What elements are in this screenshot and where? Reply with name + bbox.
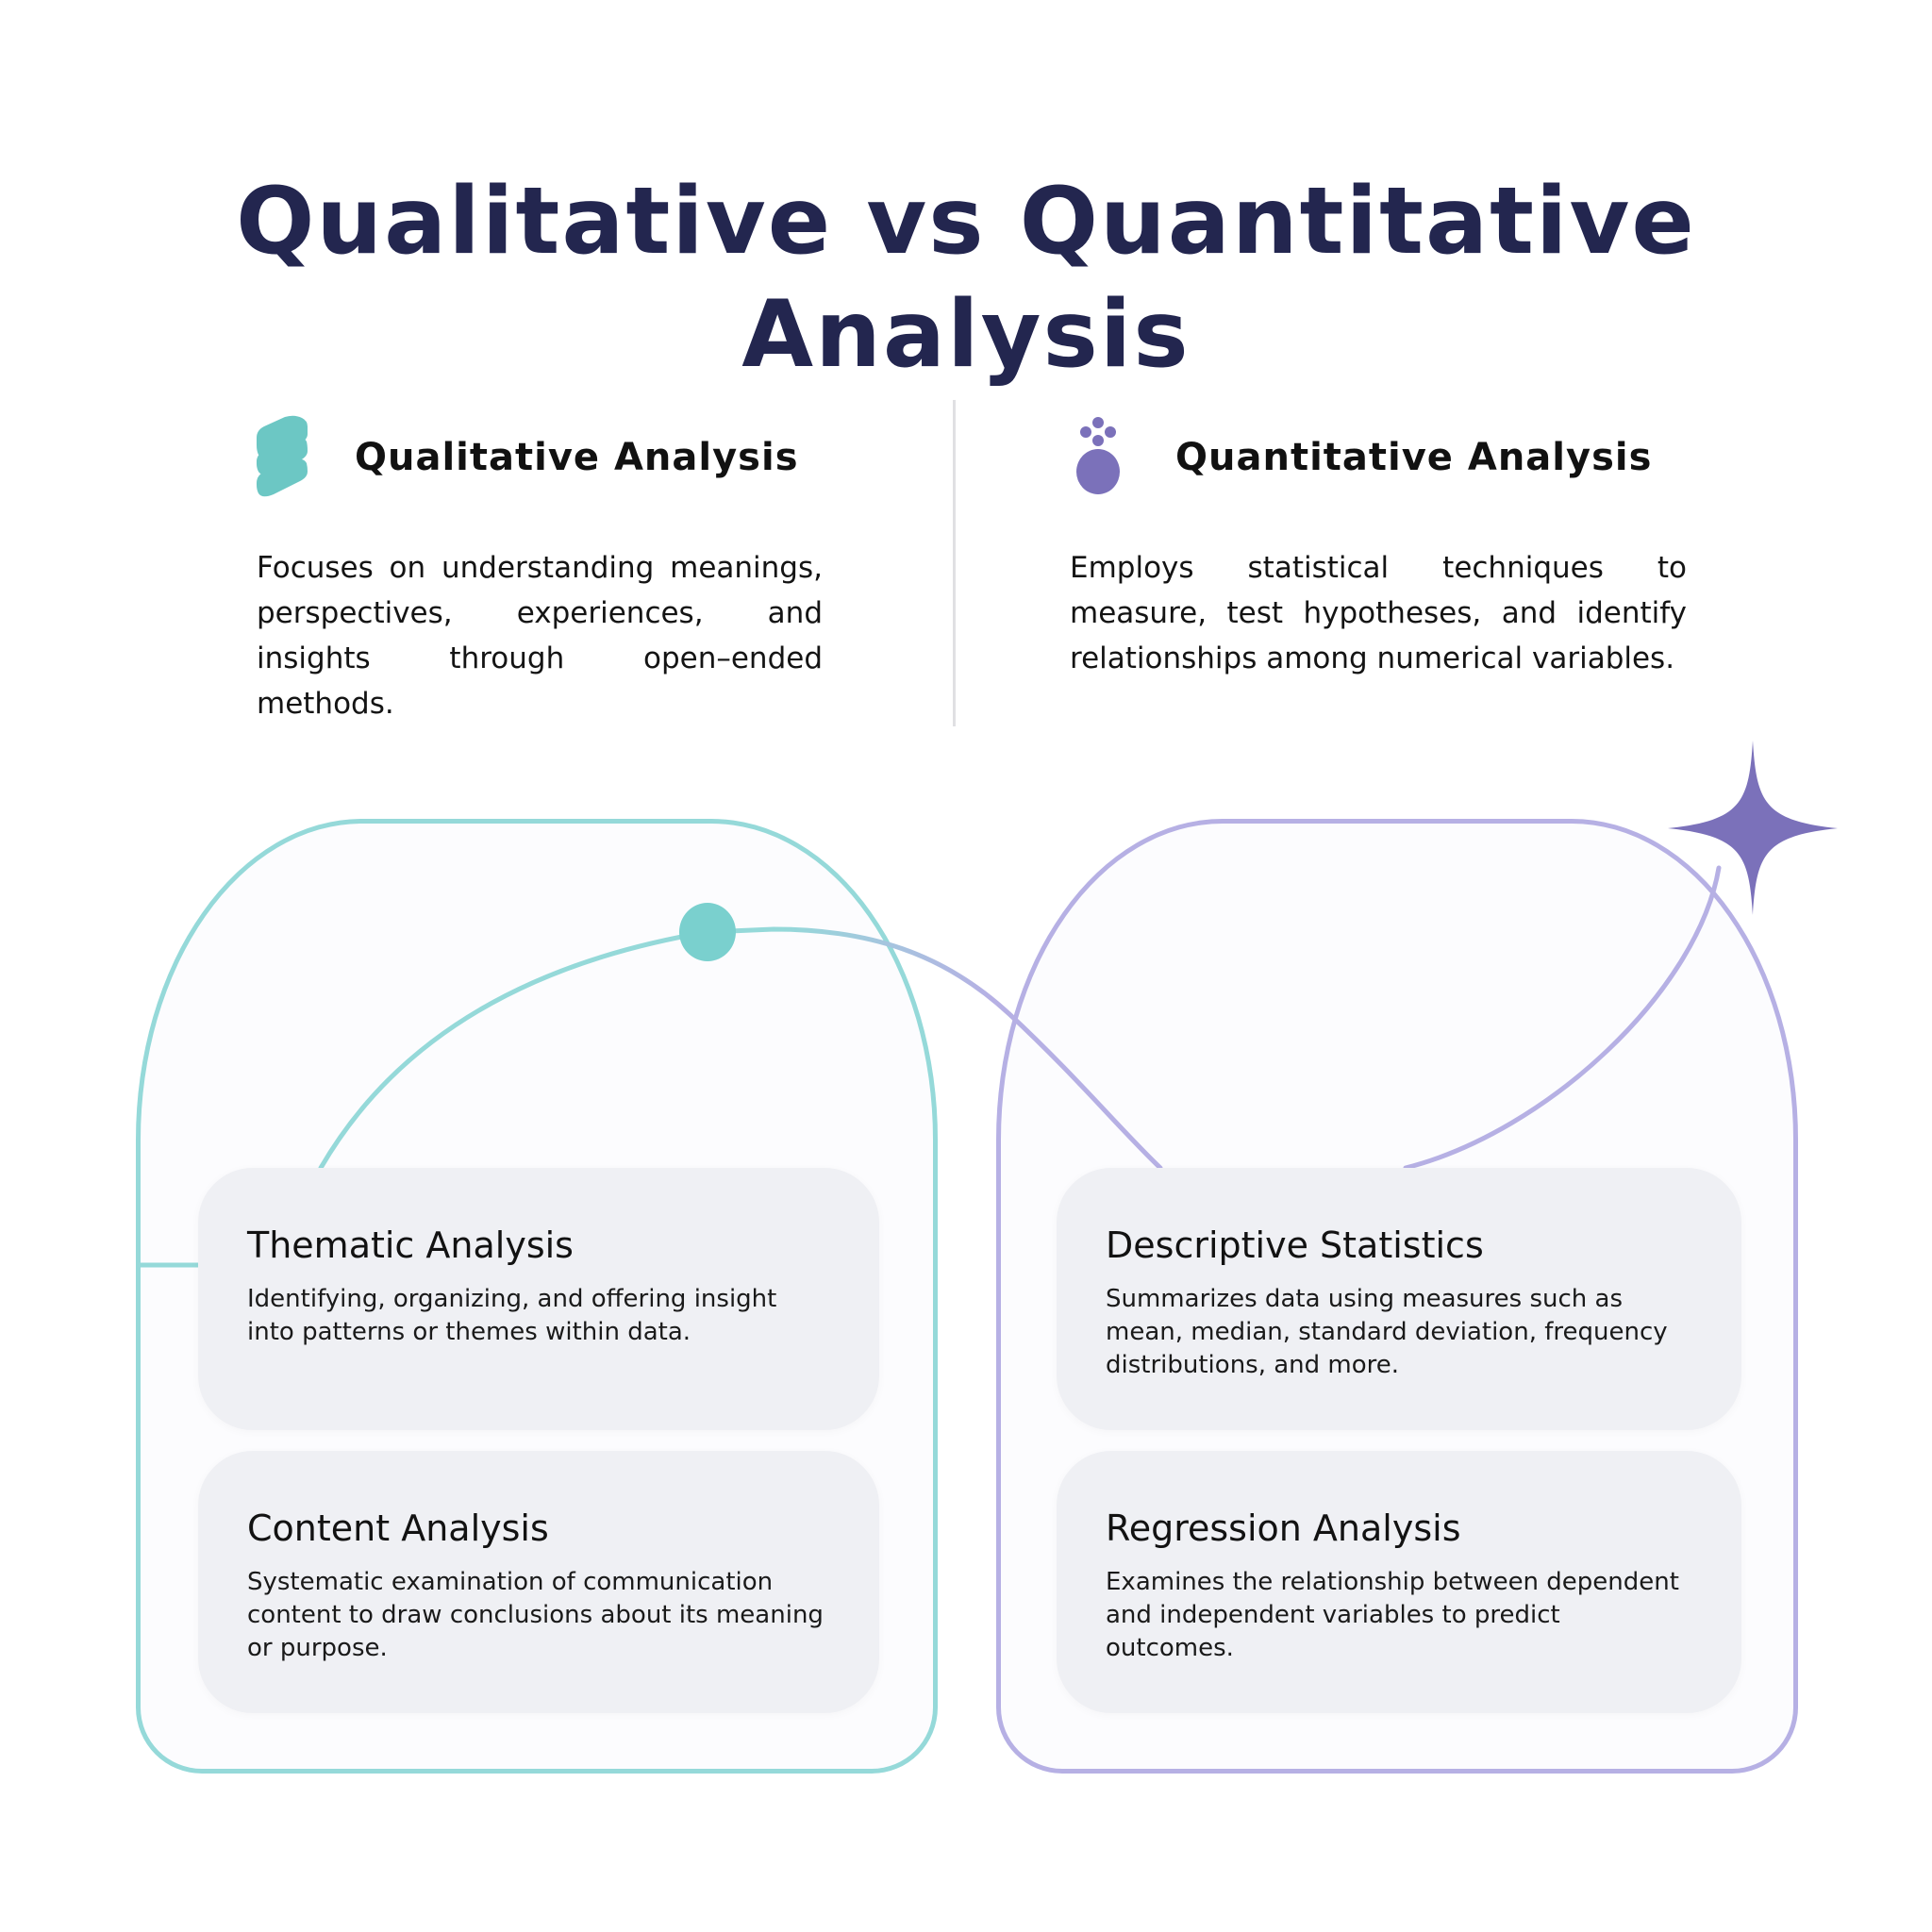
method-title: Thematic Analysis (247, 1224, 574, 1266)
quantitative-header: Quantitative Analysis (1070, 406, 1652, 509)
method-title: Content Analysis (247, 1507, 549, 1549)
qualitative-description: Focuses on understanding meanings, persp… (257, 551, 823, 721)
method-card-thematic-analysis: Thematic Analysis Identifying, organizin… (198, 1168, 879, 1430)
method-description: Identifying, organizing, and offering in… (247, 1285, 777, 1346)
quantitative-heading: Quantitative Analysis (1175, 436, 1653, 479)
method-card-descriptive-statistics: Descriptive Statistics Summarizes data u… (1057, 1168, 1741, 1430)
method-card-regression-analysis: Regression Analysis Examines the relatio… (1057, 1451, 1741, 1713)
method-description: Examines the relationship between depend… (1106, 1568, 1679, 1662)
quantitative-description: Employs statistical techniques to measur… (1070, 551, 1687, 675)
method-card-content-analysis: Content Analysis Systematic examination … (198, 1451, 879, 1713)
method-description: Systematic examination of communication … (247, 1568, 824, 1662)
qualitative-header: Qualitative Analysis (253, 406, 799, 509)
stacked-layers-icon (253, 415, 319, 500)
qualitative-heading: Qualitative Analysis (355, 436, 799, 479)
method-description: Summarizes data using measures such as m… (1106, 1285, 1668, 1379)
column-divider (953, 400, 956, 726)
method-title: Descriptive Statistics (1106, 1224, 1484, 1266)
dots-cluster-icon (1070, 415, 1136, 500)
page-title: Qualitative vs Quantitative Analysis (236, 168, 1696, 389)
method-title: Regression Analysis (1106, 1507, 1461, 1549)
